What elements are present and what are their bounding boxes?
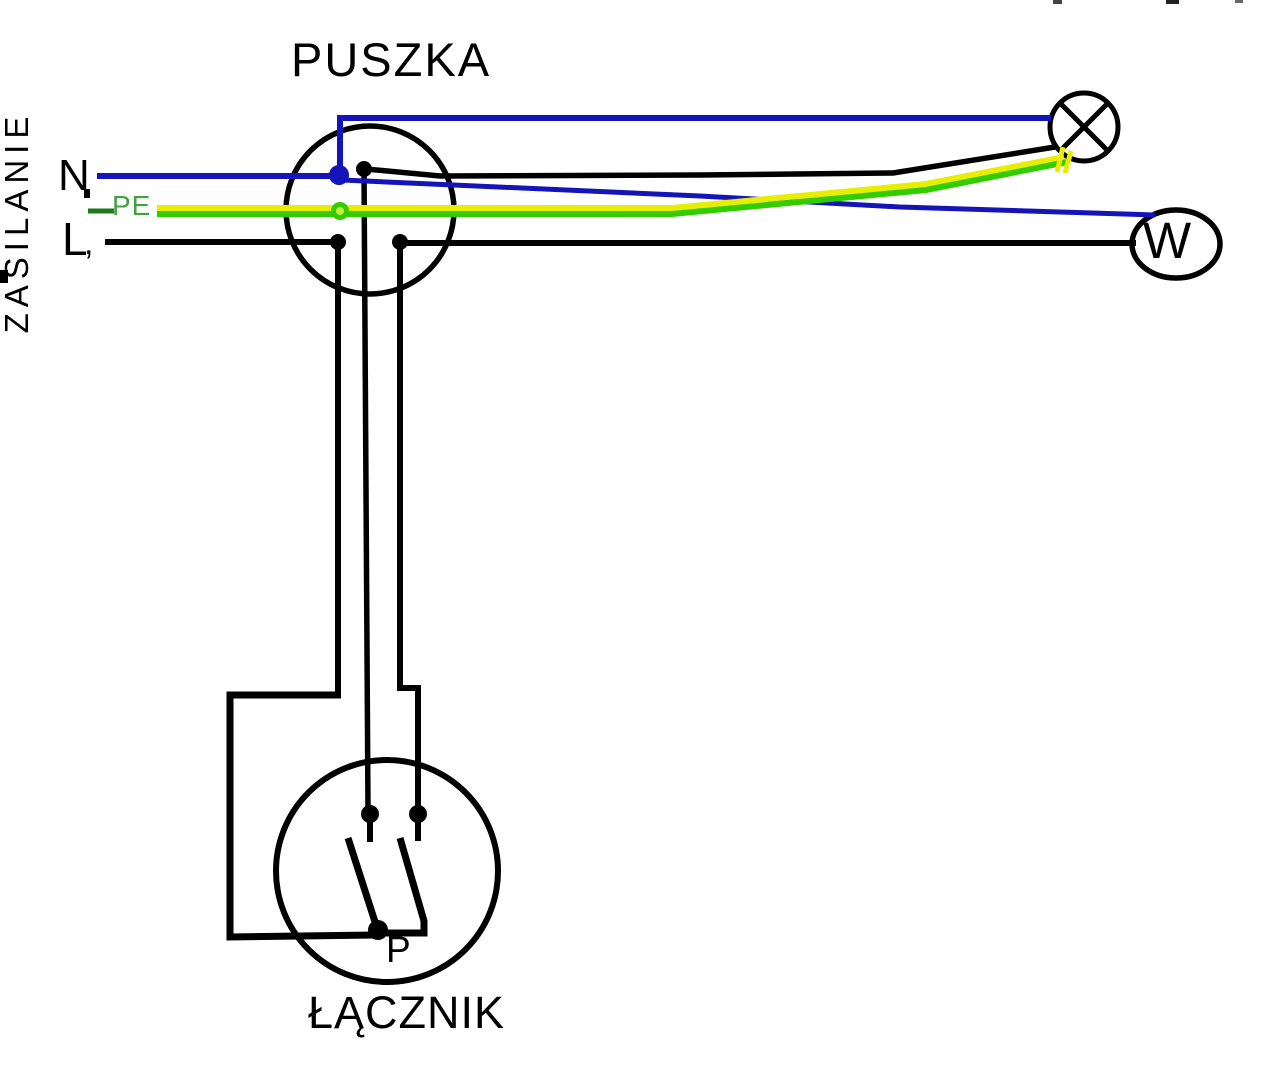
- switch-terminal-left-dot: [361, 805, 379, 823]
- switch-label: ŁĄCZNIK: [308, 987, 506, 1038]
- neutral-wires: [97, 115, 1156, 218]
- pe-wire-yellow-stripe: [157, 154, 1065, 211]
- switch-terminal-right-dot: [409, 805, 427, 823]
- switched-wire-to-lamp: [365, 144, 1056, 179]
- artifact-near-pe: [84, 189, 90, 198]
- switch-lever-left: [344, 836, 381, 930]
- artifact-top-2: [1166, 0, 1179, 4]
- supply-label: ZASILANIE: [0, 110, 35, 334]
- junction-box-label: PUSZKA: [291, 33, 492, 86]
- line-wire-to-switch-common: [226, 691, 376, 941]
- pe-wire-tip: [1054, 146, 1074, 174]
- neutral-junction-dot: [329, 165, 349, 185]
- line-label-mark: ,: [84, 224, 94, 262]
- line-junction-dot-right: [392, 234, 408, 250]
- black-wires-and-symbols: [105, 90, 1223, 985]
- switch-feed-vertical: [397, 242, 421, 810]
- junction-dots: [330, 161, 427, 940]
- neutral-label: N: [58, 151, 90, 200]
- lamp-feed-junction-dot: [356, 161, 372, 177]
- switch-common-dot: [368, 920, 388, 940]
- switch-body-circle: [273, 757, 501, 985]
- pe-wire-green-stripe: [157, 159, 1068, 217]
- lamp-icon: [1047, 90, 1121, 164]
- artifact-top-3: [1235, 0, 1243, 3]
- receiver-label: W: [1143, 212, 1192, 269]
- pe-junction-dot-center: [336, 207, 344, 215]
- pe-wires: [88, 146, 1074, 220]
- switch-return-vertical: [361, 168, 371, 811]
- line-junction-dot-left: [330, 234, 346, 250]
- line-label: L: [62, 213, 88, 265]
- neutral-wire-to-lamp: [337, 115, 1051, 180]
- artifact-top-1: [1053, 0, 1062, 4]
- scan-artifacts: [0, 0, 1243, 283]
- switch-lever-right: [380, 837, 428, 937]
- switch-common-label: P: [386, 929, 411, 970]
- artifact-left-edge: [0, 270, 8, 283]
- pe-label: PE: [112, 190, 152, 221]
